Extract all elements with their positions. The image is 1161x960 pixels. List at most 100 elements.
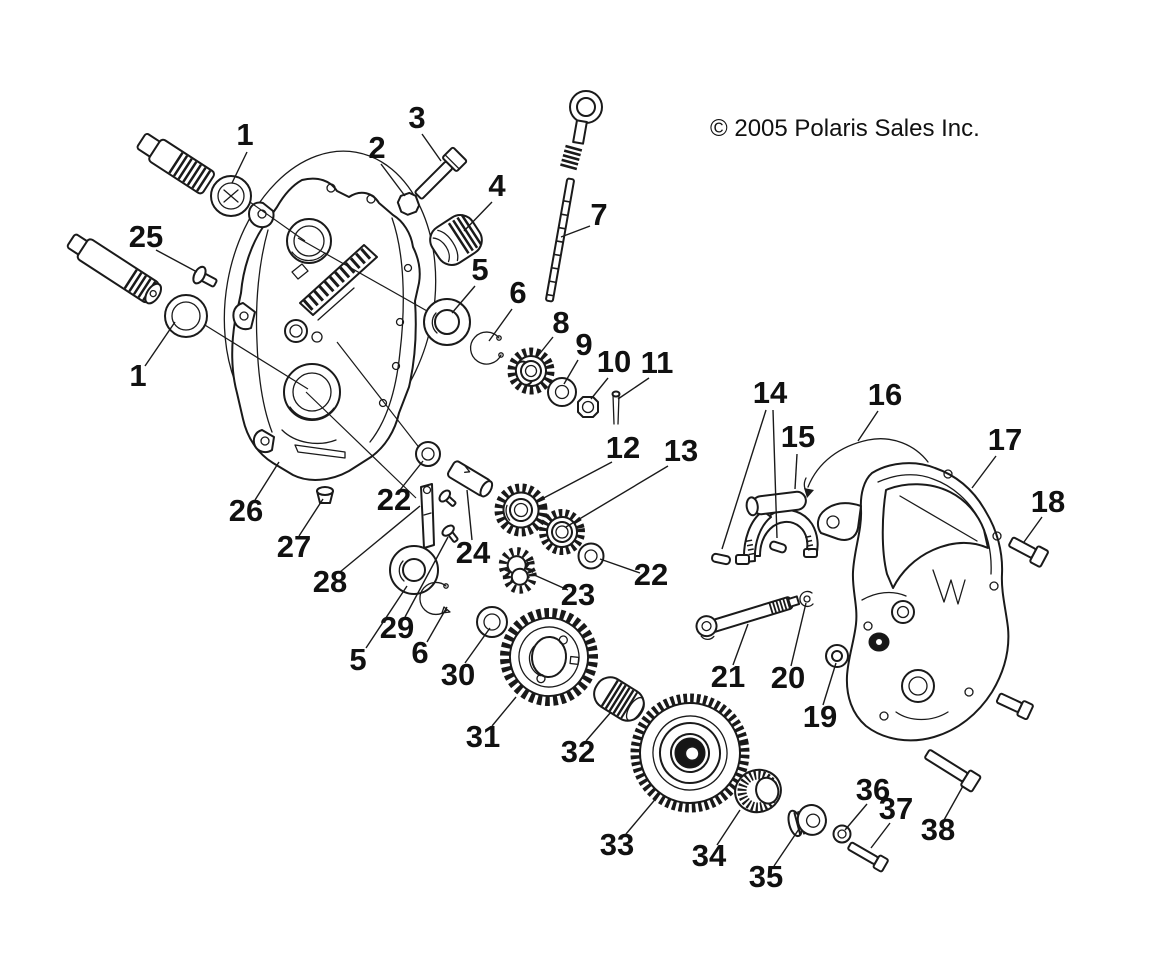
callout-leader-31 <box>491 696 517 727</box>
gearcase-cover <box>816 462 1010 742</box>
callout-leader-12 <box>537 461 613 502</box>
callout-label-16: 16 <box>868 377 902 412</box>
e-clip-20 <box>799 590 814 608</box>
callout-label-34: 34 <box>692 838 727 873</box>
pin-11 <box>611 390 621 425</box>
callout-leader-9 <box>563 359 579 385</box>
assembly-axis-lines <box>199 199 444 499</box>
callout-leader-7 <box>560 225 591 238</box>
callout-leader-15 <box>794 453 798 490</box>
callout-leader-6 <box>488 308 513 342</box>
callout-leader-11 <box>617 377 650 400</box>
seal-1-lower <box>164 294 208 338</box>
callout-leader-10 <box>590 377 609 400</box>
shaft-24 <box>446 460 494 498</box>
callout-label-36: 36 <box>856 772 890 807</box>
callout-leader-16 <box>857 410 879 442</box>
callout-label-25: 25 <box>129 219 163 254</box>
callout-leader-22 <box>599 558 641 574</box>
bearing-5-lower <box>389 545 439 595</box>
sprocket-23 <box>498 547 537 594</box>
callout-label-3: 3 <box>408 100 425 135</box>
callout-label-24: 24 <box>456 535 491 570</box>
gear-33 <box>630 693 750 813</box>
callout-leader-36 <box>844 803 868 831</box>
callout-label-14: 14 <box>753 375 788 410</box>
callout-leader-26 <box>254 461 280 501</box>
bolt-3 <box>414 146 468 200</box>
callout-label-17: 17 <box>988 422 1022 457</box>
washer-22-left <box>415 441 441 467</box>
callout-leader-20 <box>790 602 807 667</box>
callout-leader-17 <box>971 455 997 489</box>
callout-leader-22 <box>399 460 424 491</box>
shift-fork-assembly <box>711 490 819 566</box>
callout-leader-28 <box>339 505 421 573</box>
callout-label-4: 4 <box>488 168 506 203</box>
callout-leader-4 <box>463 201 493 232</box>
callout-label-1: 1 <box>129 358 146 393</box>
callout-label-35: 35 <box>749 859 783 894</box>
callout-label-20: 20 <box>771 660 805 695</box>
bolt-37 <box>847 841 889 873</box>
callout-label-18: 18 <box>1031 484 1065 519</box>
shift-shaft-21 <box>695 595 801 640</box>
callout-leader-19 <box>822 662 837 706</box>
input-shaft <box>136 133 215 195</box>
nut-10 <box>577 396 599 418</box>
callout-leader-25 <box>155 249 198 273</box>
callout-leader-13 <box>565 465 669 528</box>
plug-27 <box>316 486 334 504</box>
callout-label-2: 2 <box>368 130 385 165</box>
callout-label-5: 5 <box>349 642 366 677</box>
callout-label-13: 13 <box>664 433 698 468</box>
callout-leader-1 <box>144 321 176 367</box>
callout-leader-24 <box>466 489 473 541</box>
callout-leader-38 <box>943 785 964 821</box>
main-gearcase <box>231 177 421 481</box>
callout-leader-30 <box>464 627 491 664</box>
screw-29a <box>438 489 457 507</box>
callout-leader-5 <box>365 585 408 649</box>
callout-label-19: 19 <box>803 699 837 734</box>
gear-31 <box>500 608 598 706</box>
callout-label-38: 38 <box>921 812 955 847</box>
callout-label-9: 9 <box>575 327 592 362</box>
callout-leader-32 <box>585 711 612 742</box>
callout-label-22: 22 <box>634 557 668 592</box>
callout-label-22: 22 <box>377 482 411 517</box>
callout-label-5: 5 <box>471 252 488 287</box>
bolt-18 <box>1008 536 1049 568</box>
screw-25 <box>192 265 218 288</box>
bearing-5-upper <box>423 298 471 346</box>
callout-label-37: 37 <box>879 791 913 826</box>
callout-leader-14 <box>721 409 767 550</box>
callout-label-7: 7 <box>590 197 607 232</box>
callout-leader-6 <box>426 606 448 643</box>
callout-label-10: 10 <box>597 344 631 379</box>
callout-leader-3 <box>421 133 442 162</box>
gasket-16 <box>803 438 929 498</box>
bolt-lower-right <box>995 692 1034 721</box>
callout-label-1: 1 <box>236 117 253 152</box>
copyright-notice: © 2005 Polaris Sales Inc. <box>710 115 980 142</box>
callout-label-31: 31 <box>466 719 500 754</box>
washer-9 <box>547 377 577 407</box>
callout-leader-37 <box>870 822 891 849</box>
callout-leader-1 <box>231 151 248 184</box>
callout-leader-23 <box>531 573 569 591</box>
callout-label-15: 15 <box>781 419 815 454</box>
dipstick <box>545 90 603 303</box>
callout-label-11: 11 <box>641 345 674 380</box>
callout-label-21: 21 <box>711 659 745 694</box>
callout-leader-27 <box>298 498 324 537</box>
callout-leader-18 <box>1023 516 1043 543</box>
callout-leader-2 <box>380 163 406 197</box>
output-shaft <box>66 233 163 305</box>
flange-nut-19 <box>825 644 849 668</box>
washer-22-right <box>577 542 605 570</box>
callout-label-8: 8 <box>552 305 569 340</box>
